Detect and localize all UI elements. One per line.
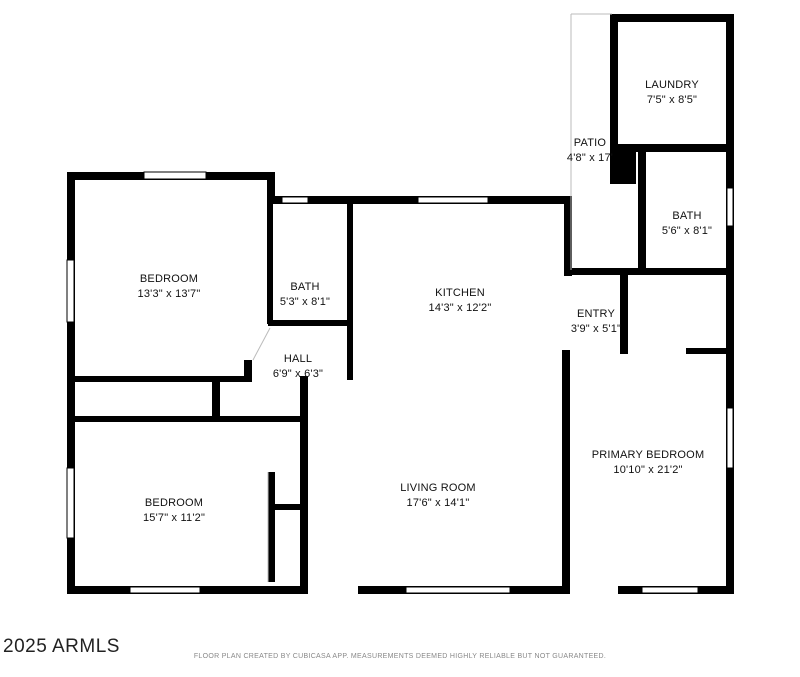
room-name: BATH	[672, 210, 702, 222]
room-bedroom-1: BEDROOM 13'3" x 13'7"	[138, 272, 201, 302]
room-kitchen: KITCHEN 14'3" x 12'2"	[429, 286, 492, 316]
room-dimensions: 13'3" x 13'7"	[137, 288, 201, 300]
room-dimensions: 17'6" x 14'1"	[406, 497, 470, 509]
room-bath-2: BATH 5'6" x 8'1"	[662, 209, 712, 239]
room-bath-1: BATH 5'3" x 8'1"	[280, 280, 330, 310]
room-bedroom-2: BEDROOM 15'7" x 11'2"	[143, 496, 205, 526]
room-dimensions: 5'6" x 8'1"	[661, 225, 713, 237]
room-name: KITCHEN	[435, 287, 485, 299]
patio-outline	[252, 13, 612, 582]
room-dimensions: 14'3" x 12'2"	[428, 302, 492, 314]
room-living-room: LIVING ROOM 17'6" x 14'1"	[400, 481, 476, 511]
room-dimensions: 10'10" x 21'2"	[613, 464, 683, 476]
room-dimensions: 5'3" x 8'1"	[279, 296, 331, 308]
room-primary-bedroom: PRIMARY BEDROOM 10'10" x 21'2"	[592, 448, 705, 478]
copyright-text: 2025 ARMLS	[3, 636, 120, 657]
room-name: HALL	[283, 353, 313, 365]
room-name: BATH	[290, 281, 320, 293]
room-dimensions: 4'8" x 17'	[566, 152, 614, 164]
room-dimensions: 3'9" x 5'1"	[570, 323, 622, 335]
disclaimer-text: FLOOR PLAN CREATED BY CUBICASA APP. MEAS…	[193, 653, 607, 660]
room-dimensions: 6'9" x 6'3"	[272, 368, 324, 380]
room-entry: ENTRY 3'9" x 5'1"	[571, 307, 621, 337]
room-name: PATIO	[573, 137, 607, 149]
room-name: ENTRY	[576, 308, 616, 320]
room-dimensions: 7'5" x 8'5"	[646, 94, 698, 106]
windows-and-openings	[66, 171, 734, 594]
room-name: PRIMARY BEDROOM	[591, 449, 705, 461]
room-laundry: LAUNDRY 7'5" x 8'5"	[645, 78, 699, 108]
room-hall: HALL 6'9" x 6'3"	[273, 352, 323, 382]
room-dimensions: 15'7" x 11'2"	[142, 512, 206, 524]
room-name: LAUNDRY	[645, 79, 699, 91]
room-name: BEDROOM	[144, 497, 204, 509]
room-name: BEDROOM	[139, 273, 199, 285]
room-name: LIVING ROOM	[400, 482, 476, 494]
room-patio: PATIO 4'8" x 17'	[567, 136, 613, 166]
